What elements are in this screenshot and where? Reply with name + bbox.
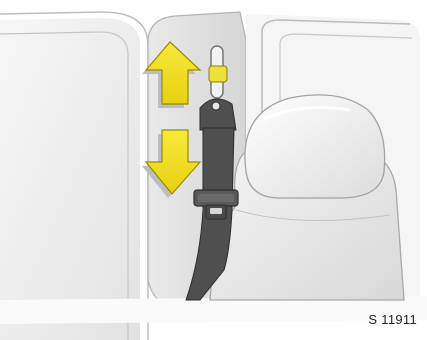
headrest-icon: [245, 95, 385, 198]
figure-reference-code: S 11911: [368, 312, 417, 327]
